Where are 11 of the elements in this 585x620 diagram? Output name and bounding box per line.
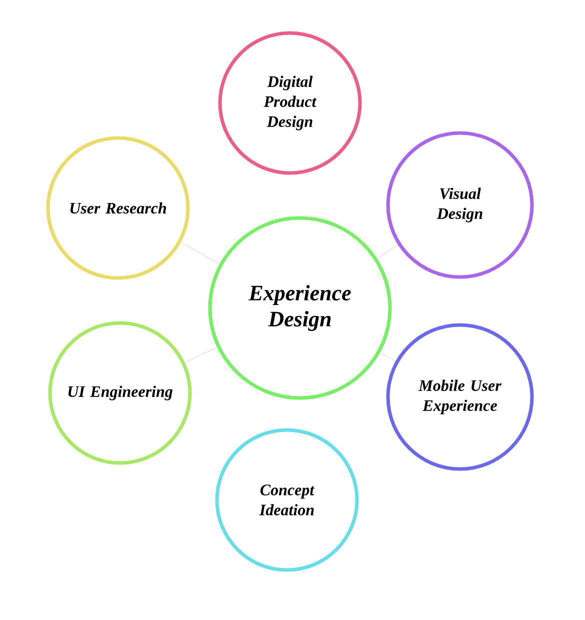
circle-node: Experience Design [208, 216, 392, 400]
circle-node: Visual Design [386, 131, 534, 279]
circle-node: User Research [46, 136, 190, 280]
connector-line [180, 242, 220, 264]
connector-line [184, 346, 218, 363]
connector-line [376, 244, 398, 259]
connector-line [380, 352, 396, 362]
circle-node: Mobile User Experience [386, 323, 534, 471]
circle-node: Digital Product Design [218, 31, 362, 175]
circle-node: Concept Ideation [215, 428, 359, 572]
circle-node: UI Engineering [48, 321, 192, 465]
